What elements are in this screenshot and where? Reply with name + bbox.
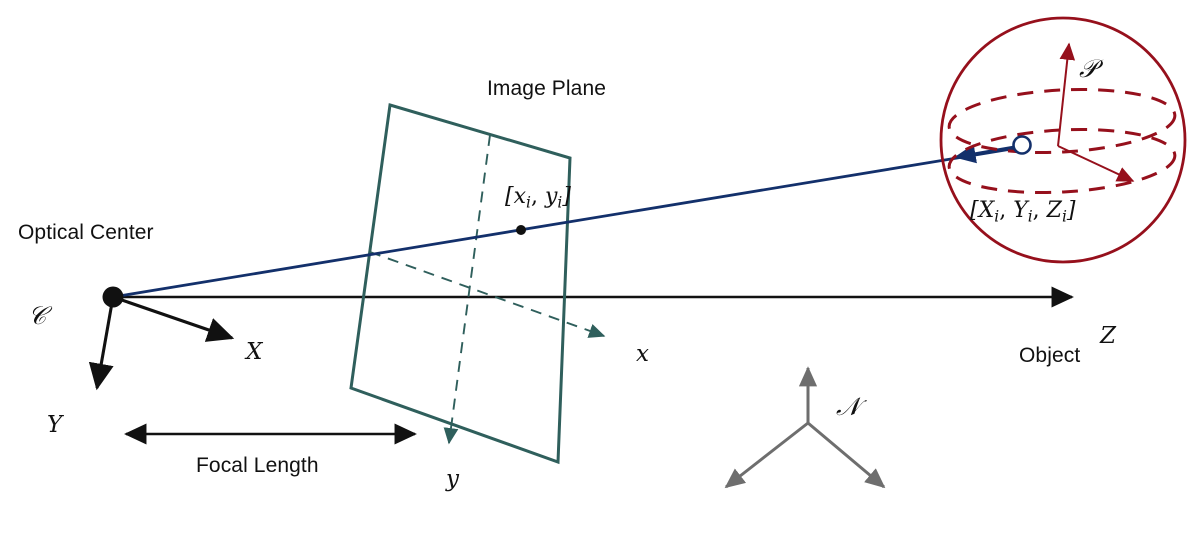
camera-axis-y-line: [88, 296, 115, 391]
image-plane-axis-x-label: x: [636, 341, 649, 367]
camera-frame-label: 𝒞: [28, 301, 47, 330]
object-sphere-outline: [939, 16, 1187, 264]
image-point-x-subscript: i: [526, 193, 531, 212]
camera-axis-x-line: [112, 295, 235, 342]
object-point-X-subscript: i: [994, 207, 1000, 226]
object-latitude-ellipse-upper: [947, 87, 1177, 155]
image-point-x: x: [513, 184, 527, 209]
object-point-comma-1: ,: [999, 198, 1014, 223]
object-label: Object: [1019, 344, 1081, 367]
object-point-bracket-open: [: [970, 198, 979, 223]
image-plane-axis-y-label: y: [446, 466, 459, 492]
image-plane-polygon: [349, 103, 572, 465]
image-plane-axis-x-line: [369, 251, 606, 338]
focal-length-label: Focal Length: [196, 454, 319, 477]
image-point-y: y: [544, 184, 558, 209]
object-point-comma-2: ,: [1032, 198, 1047, 223]
object-axis-p-line: [1057, 42, 1076, 147]
object-point-Y-subscript: i: [1027, 207, 1033, 226]
image-plane-axis-y-line: [443, 134, 491, 445]
image-point-y-subscript: i: [557, 193, 563, 212]
world-frame-label: 𝒩: [836, 392, 860, 421]
projection-ray-line: [112, 144, 1031, 299]
image-point-comma: ,: [530, 184, 545, 209]
camera-axis-y-label: Y: [47, 412, 63, 438]
object-point-bracket-close: ]: [1066, 198, 1076, 223]
optical-center-marker: [102, 286, 124, 308]
object-latitude-ellipse-lower: [947, 127, 1177, 195]
world-frame-axis-left-line: [724, 421, 809, 489]
object-point-X: X: [978, 198, 995, 223]
camera-axis-x-label: X: [246, 339, 263, 365]
image-point-bracket-close: ]: [562, 184, 571, 209]
object-point-Z-subscript: i: [1061, 207, 1067, 226]
image-point-marker: [516, 225, 526, 235]
object-point-Y: Y: [1013, 198, 1028, 223]
object-point-label: [Xi, Yi, Zi]: [970, 200, 1076, 225]
object-point-Z: Z: [1046, 198, 1062, 223]
object-frame-label: 𝒫: [1079, 54, 1098, 83]
image-point-bracket-open: [: [505, 184, 514, 209]
image-plane-label: Image Plane: [487, 77, 607, 100]
projection-ray-arrowhead: [954, 144, 1015, 164]
camera-axis-z-label: Z: [1100, 323, 1116, 349]
image-point-label: [xi, yi]: [505, 186, 571, 211]
object-point-marker: [1012, 135, 1032, 155]
optical-center-label: Optical Center: [18, 221, 154, 244]
world-frame-axis-right-line: [807, 421, 886, 489]
object-axis-right-line: [1057, 145, 1135, 182]
